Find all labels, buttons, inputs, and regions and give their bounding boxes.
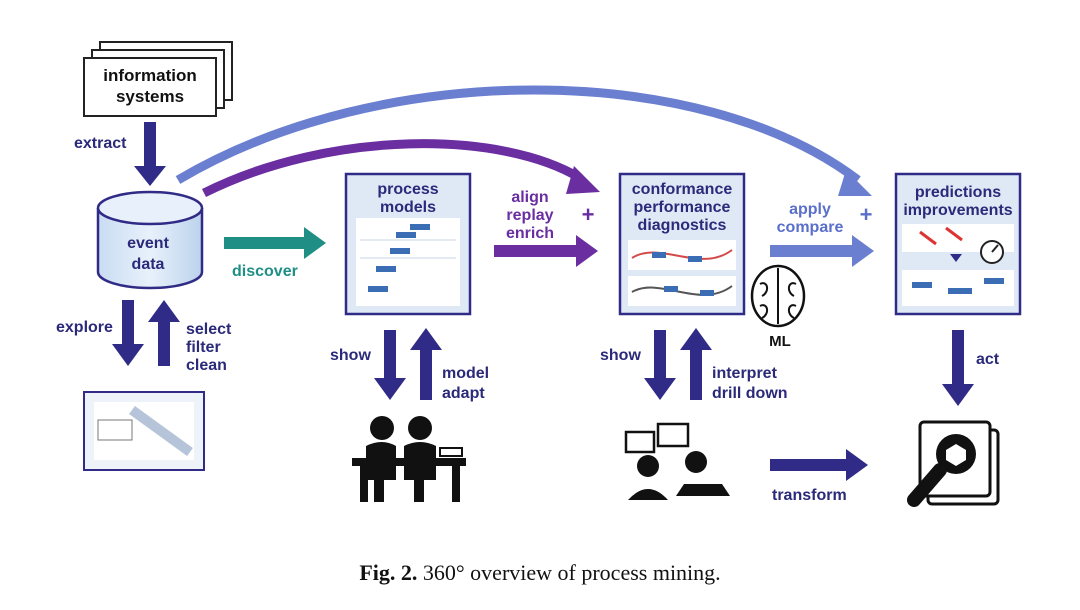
info-sys-line2: systems: [116, 87, 184, 106]
process-models-line2: models: [380, 199, 436, 216]
interpret-label-2: drill down: [712, 385, 788, 402]
apply-label-2: compare: [777, 219, 844, 236]
extract-arrow: [134, 122, 166, 186]
caption-label: Fig. 2.: [359, 560, 418, 585]
conformance-node: conformance performance diagnostics: [618, 172, 746, 316]
conformance-line2: performance: [634, 199, 731, 216]
apply-arrow: [770, 235, 874, 267]
transform-arrow: [770, 449, 868, 481]
event-data-line1: event: [127, 235, 169, 252]
caption-text: 360° overview of process mining.: [422, 560, 721, 585]
show-label-2: show: [600, 347, 641, 364]
diagram-canvas: information systems extract event data e…: [56, 41, 1022, 507]
interpret-label-1: interpret: [712, 365, 778, 382]
event-data-line2: data: [132, 256, 165, 273]
transform-label: transform: [772, 487, 847, 504]
align-label-1: align: [511, 189, 548, 206]
plus-sign-1: +: [582, 202, 595, 227]
predictions-node: predictions improvements: [894, 172, 1022, 316]
conformance-line3: diagnostics: [638, 217, 727, 234]
info-sys-line1: information: [103, 66, 197, 85]
curve-arrow-to-predictions: [175, 85, 861, 184]
apply-label-1: apply: [789, 201, 831, 218]
select-label-3: clean: [186, 357, 227, 374]
meeting-icon: [624, 422, 730, 500]
explore-arrow: [112, 300, 144, 366]
model-adapt-label-1: model: [442, 365, 489, 382]
people-at-table-icon: [352, 416, 466, 502]
show-label-1: show: [330, 347, 371, 364]
predictions-line2: improvements: [903, 202, 1012, 219]
model-adapt-label-2: adapt: [442, 385, 485, 402]
conformance-line1: conformance: [632, 181, 733, 198]
discover-label: discover: [232, 263, 298, 280]
event-data-node: event data: [96, 190, 204, 290]
curve-arrow-to-conformance: [201, 139, 583, 198]
align-arrow: [494, 235, 598, 267]
predictions-line1: predictions: [915, 184, 1001, 201]
interpret-arrow: [680, 328, 712, 400]
show-arrow-1: [374, 330, 406, 400]
figure-caption: Fig. 2. 360° overview of process mining.: [0, 560, 1080, 586]
align-label-3: enrich: [506, 225, 554, 242]
model-adapt-arrow: [410, 328, 442, 400]
show-arrow-2: [644, 330, 676, 400]
act-label: act: [976, 351, 1000, 368]
extract-label: extract: [74, 135, 127, 152]
ml-label: ML: [769, 333, 791, 350]
curve-arrow-to-predictions-head: [838, 170, 872, 196]
curve-arrow-to-conformance-head: [566, 166, 600, 194]
wrench-icon: [907, 420, 1000, 507]
select-arrow: [148, 300, 180, 366]
plus-sign-2: +: [860, 202, 873, 227]
align-label-2: replay: [506, 207, 553, 224]
process-models-line1: process: [377, 181, 438, 198]
process-models-node: process models: [344, 172, 472, 316]
act-arrow: [942, 330, 974, 406]
explore-screenshot-image: [83, 391, 205, 471]
select-label-2: filter: [186, 339, 221, 356]
select-label-1: select: [186, 321, 232, 338]
discover-arrow: [224, 227, 326, 259]
information-systems-node: information systems: [83, 41, 233, 117]
brain-icon: [750, 264, 806, 328]
explore-label: explore: [56, 319, 113, 336]
